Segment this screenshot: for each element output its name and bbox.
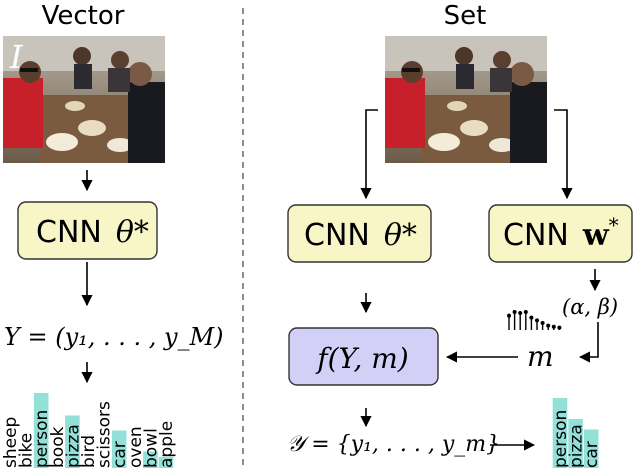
stem-dot-5 — [535, 318, 539, 323]
vector-bar-person — [33, 393, 49, 468]
cnn-box-left: CNN θ* — [17, 201, 158, 260]
cnn-mid-name: CNN — [304, 218, 370, 253]
stem-dot-6 — [540, 321, 545, 325]
cnn-left-param: θ* — [116, 215, 149, 250]
photo-right — [385, 36, 547, 163]
set-label-pizza: pizza — [567, 424, 587, 468]
vector-label-car: car — [110, 441, 130, 468]
vector-bar-bowl — [143, 451, 158, 468]
set-label-car: car — [582, 441, 602, 468]
stem-dot-0 — [507, 313, 511, 318]
cnn-box-mid: CNN θ* — [287, 204, 432, 263]
arrow-photo-to-cnn-right — [554, 109, 573, 200]
cnn-right-name: CNN — [503, 218, 569, 253]
vector-label-oven: oven — [126, 426, 146, 468]
set-label-person: person — [551, 410, 571, 468]
stem-dot-1 — [512, 310, 517, 314]
stem-dot-7 — [546, 323, 551, 328]
vector-bar-pizza — [65, 415, 80, 468]
vector-bar-apple — [158, 456, 174, 468]
vector-label-apple: apple — [157, 421, 177, 468]
math-alpha-beta: (α, β) — [562, 295, 618, 319]
f-box-label: f(Y, m) — [315, 342, 408, 375]
math-Y-set: 𝒴 = {y₁, . . . , y_m} — [287, 432, 500, 457]
cnn-left-name: CNN — [36, 215, 102, 250]
distribution-stems — [507, 310, 562, 330]
cnn-box-right: CNN w* — [488, 204, 633, 263]
vector-label-book: book — [48, 426, 68, 468]
vector-bar-car — [111, 430, 127, 468]
vector-label-bird: bird — [79, 435, 99, 468]
title-set: Set — [444, 1, 487, 31]
stem-dot-2 — [518, 311, 523, 315]
set-bar-person — [552, 398, 568, 468]
image-label: I — [9, 38, 24, 76]
vector-label-pizza: pizza — [63, 424, 83, 468]
set-bar-car — [583, 429, 599, 468]
photo-left: I — [3, 36, 165, 163]
arrow-dist-to-m — [578, 322, 599, 363]
vector-label-sheep: sheep — [1, 417, 21, 468]
vector-label-bowl: bowl — [141, 428, 161, 468]
set-bar-pizza — [568, 419, 583, 468]
stem-dot-3 — [523, 310, 528, 314]
stem-dot-8 — [551, 324, 556, 329]
math-m: m — [527, 340, 554, 373]
vector-label-bike: bike — [17, 433, 37, 468]
cnn-right-param-sup: * — [609, 213, 619, 237]
arrow-photo-to-cnn-mid — [360, 109, 378, 200]
vector-bar-chart: sheepbikepersonbookpizzabirdscissorscaro… — [1, 393, 177, 468]
cnn-mid-param: θ* — [384, 218, 417, 253]
title-vector: Vector — [42, 1, 125, 31]
f-box: f(Y, m) — [288, 327, 439, 386]
cnn-right-param: w — [582, 218, 610, 253]
vector-label-person: person — [32, 410, 52, 468]
stem-dot-4 — [529, 315, 534, 320]
vector-label-scissors: scissors — [95, 401, 115, 468]
math-Y-vector: Y = (y₁, . . . , y_M) — [4, 323, 224, 351]
stem-dot-9 — [557, 325, 562, 330]
